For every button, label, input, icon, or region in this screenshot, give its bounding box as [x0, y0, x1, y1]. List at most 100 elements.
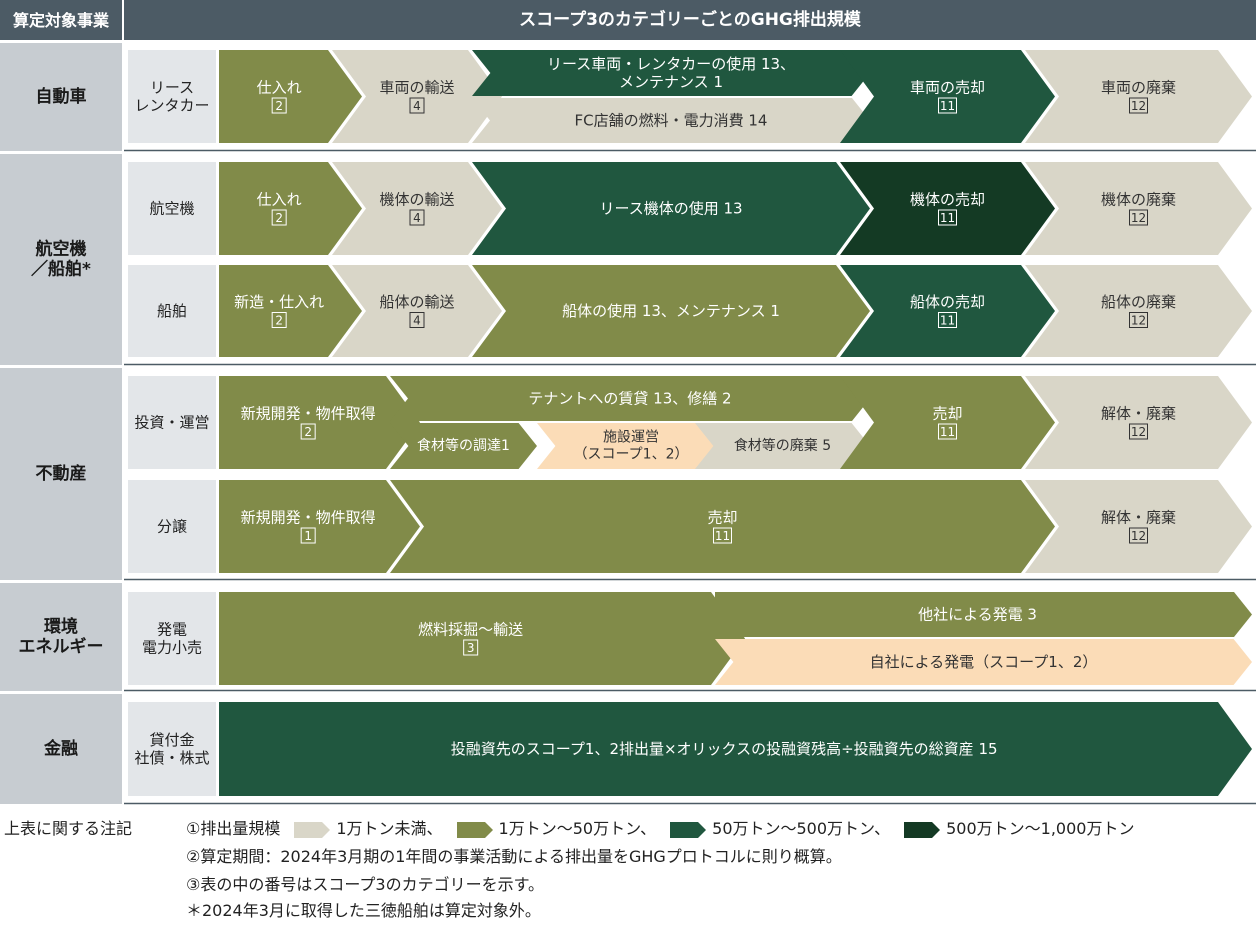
category-number: 3 — [467, 641, 475, 655]
category-number-box — [938, 312, 957, 328]
category-number-box — [409, 97, 425, 114]
sector-cell — [0, 154, 122, 365]
sector-cell — [0, 583, 122, 691]
category-number-box — [1129, 209, 1148, 226]
legend-label-level4: 500万トン～1,000万トン — [946, 819, 1135, 838]
flow-step-arrow — [472, 50, 870, 96]
sector-label: 不動産 — [36, 463, 87, 484]
header-col1-title: 算定対象事業 — [13, 11, 110, 30]
flow-step: 船体の使用 13、メンテナンス 1 — [472, 265, 870, 357]
step-label: 新規開発・物件取得 — [241, 509, 376, 527]
step-label: 燃料採掘～輸送 — [418, 621, 523, 639]
step-label: 船体の廃棄 — [1101, 293, 1176, 311]
step-label: リース機体の使用 13 — [599, 200, 742, 218]
category-number: 12 — [1131, 314, 1146, 328]
step-label: リース車両・レンタカーの使用 13、メンテナンス 1 — [547, 55, 795, 91]
legend-line: ①排出量規模 1万トン未満、 1万トン～50万トン、 50万トン～500万トン、… — [186, 817, 1134, 841]
category-number: 2 — [275, 211, 283, 225]
flow-step: 食材等の調達1 — [390, 423, 537, 469]
flow-step: 新規開発・物件取得 2 — [219, 376, 420, 469]
subsector-label: 船舶 — [157, 302, 187, 320]
step-label: 他社による発電 3 — [918, 606, 1037, 624]
step-label: 機体の売却 — [910, 191, 985, 209]
step-label: 解体・廃棄 — [1101, 405, 1176, 423]
flow-step-arrow — [840, 162, 1055, 255]
step-label: 車両の廃棄 — [1101, 79, 1176, 97]
step-label: 新規開発・物件取得 — [241, 405, 376, 423]
flow-step-arrow — [1025, 50, 1252, 143]
step-label: FC店舗の燃料・電力消費 14 — [575, 112, 768, 130]
subsector-cell — [128, 376, 216, 469]
subsector-label: 貸付金社債・株式 — [134, 731, 209, 767]
step-label: 仕入れ — [257, 79, 302, 97]
flow-step-arrow — [390, 480, 1055, 573]
flow-step-arrow — [715, 592, 1252, 637]
step-label: 船体の使用 13、メンテナンス 1 — [562, 302, 780, 320]
category-number: 2 — [304, 425, 312, 439]
category-number: 11 — [940, 425, 955, 439]
note-period: ②算定期間：2024年3月期の1年間の事業活動による排出量をGHGプロトコルに則… — [186, 847, 842, 866]
step-label: 投融資先のスコープ1、2排出量×オリックスの投融資残高÷投融資先の総資産 15 — [451, 740, 998, 758]
category-number-box — [300, 527, 316, 544]
subsector-label: 航空機 — [149, 200, 194, 218]
step-label: 食材等の廃棄 5 — [734, 437, 831, 454]
subsector-label: 発電電力小売 — [142, 621, 202, 657]
category-number: 1 — [304, 529, 312, 543]
category-number: 11 — [940, 99, 955, 113]
step-label: 船体の売却 — [910, 293, 985, 311]
flow-step: 船体の廃棄 12 — [1025, 265, 1252, 357]
subsector-label: リースレンタカー — [134, 79, 209, 115]
flow-step-arrow — [472, 265, 870, 357]
category-number-box — [1129, 423, 1148, 440]
flow-step-arrow — [332, 50, 502, 143]
header-col1-bg — [0, 0, 122, 40]
category-number-box — [271, 209, 287, 226]
flow-step-arrow — [715, 639, 1252, 685]
category-number-box — [713, 527, 732, 544]
legend-label-level2: 1万トン～50万トン、 — [498, 819, 657, 838]
subsector-cell — [128, 480, 216, 573]
flow-step-arrow — [219, 265, 362, 357]
flow-step: 新規開発・物件取得 1 — [219, 480, 420, 573]
category-number-box — [271, 97, 287, 114]
category-number: 12 — [1131, 529, 1146, 543]
flow-step: 施設運営（スコープ1、2） — [537, 423, 725, 469]
subsector-cell — [128, 50, 216, 143]
category-number-box — [271, 312, 287, 328]
flow-step-arrow — [219, 480, 420, 573]
category-number-box — [1129, 97, 1148, 114]
category-number-box — [938, 97, 957, 114]
flow-step-arrow — [840, 50, 1055, 143]
step-label: 機体の廃棄 — [1101, 191, 1176, 209]
category-number-box — [409, 312, 425, 328]
legend-swatch-level2 — [456, 821, 493, 838]
category-number-box — [938, 209, 957, 226]
category-number: 4 — [413, 211, 421, 225]
legend-swatch-level4 — [904, 821, 941, 838]
flow-step-arrow — [390, 376, 870, 421]
flow-step-arrow — [1025, 376, 1252, 469]
flow-step-arrow — [472, 162, 870, 255]
flow-step-arrow — [219, 376, 420, 469]
step-label: 売却 — [932, 405, 962, 423]
step-label: 車両の売却 — [910, 79, 985, 97]
sector-label: 航空機／船舶* — [31, 238, 91, 279]
note-exclusion: ＊2024年3月に取得した三徳船舶は算定対象外。 — [186, 901, 541, 920]
category-number-box — [300, 423, 316, 440]
flow-step: テナントへの賃貸 13、修繕 2 — [390, 376, 870, 421]
category-number: 4 — [413, 99, 421, 113]
flow-step-arrow — [390, 423, 537, 469]
step-label: 売却 — [707, 509, 737, 527]
notes-title: 上表に関する注記 — [4, 819, 133, 838]
step-label: 食材等の調達1 — [417, 437, 510, 454]
flow-step: 車両の売却 11 — [840, 50, 1055, 143]
flow-step-arrow — [840, 376, 1055, 469]
flow-step: 投融資先のスコープ1、2排出量×オリックスの投融資残高÷投融資先の総資産 15 — [219, 702, 1252, 796]
